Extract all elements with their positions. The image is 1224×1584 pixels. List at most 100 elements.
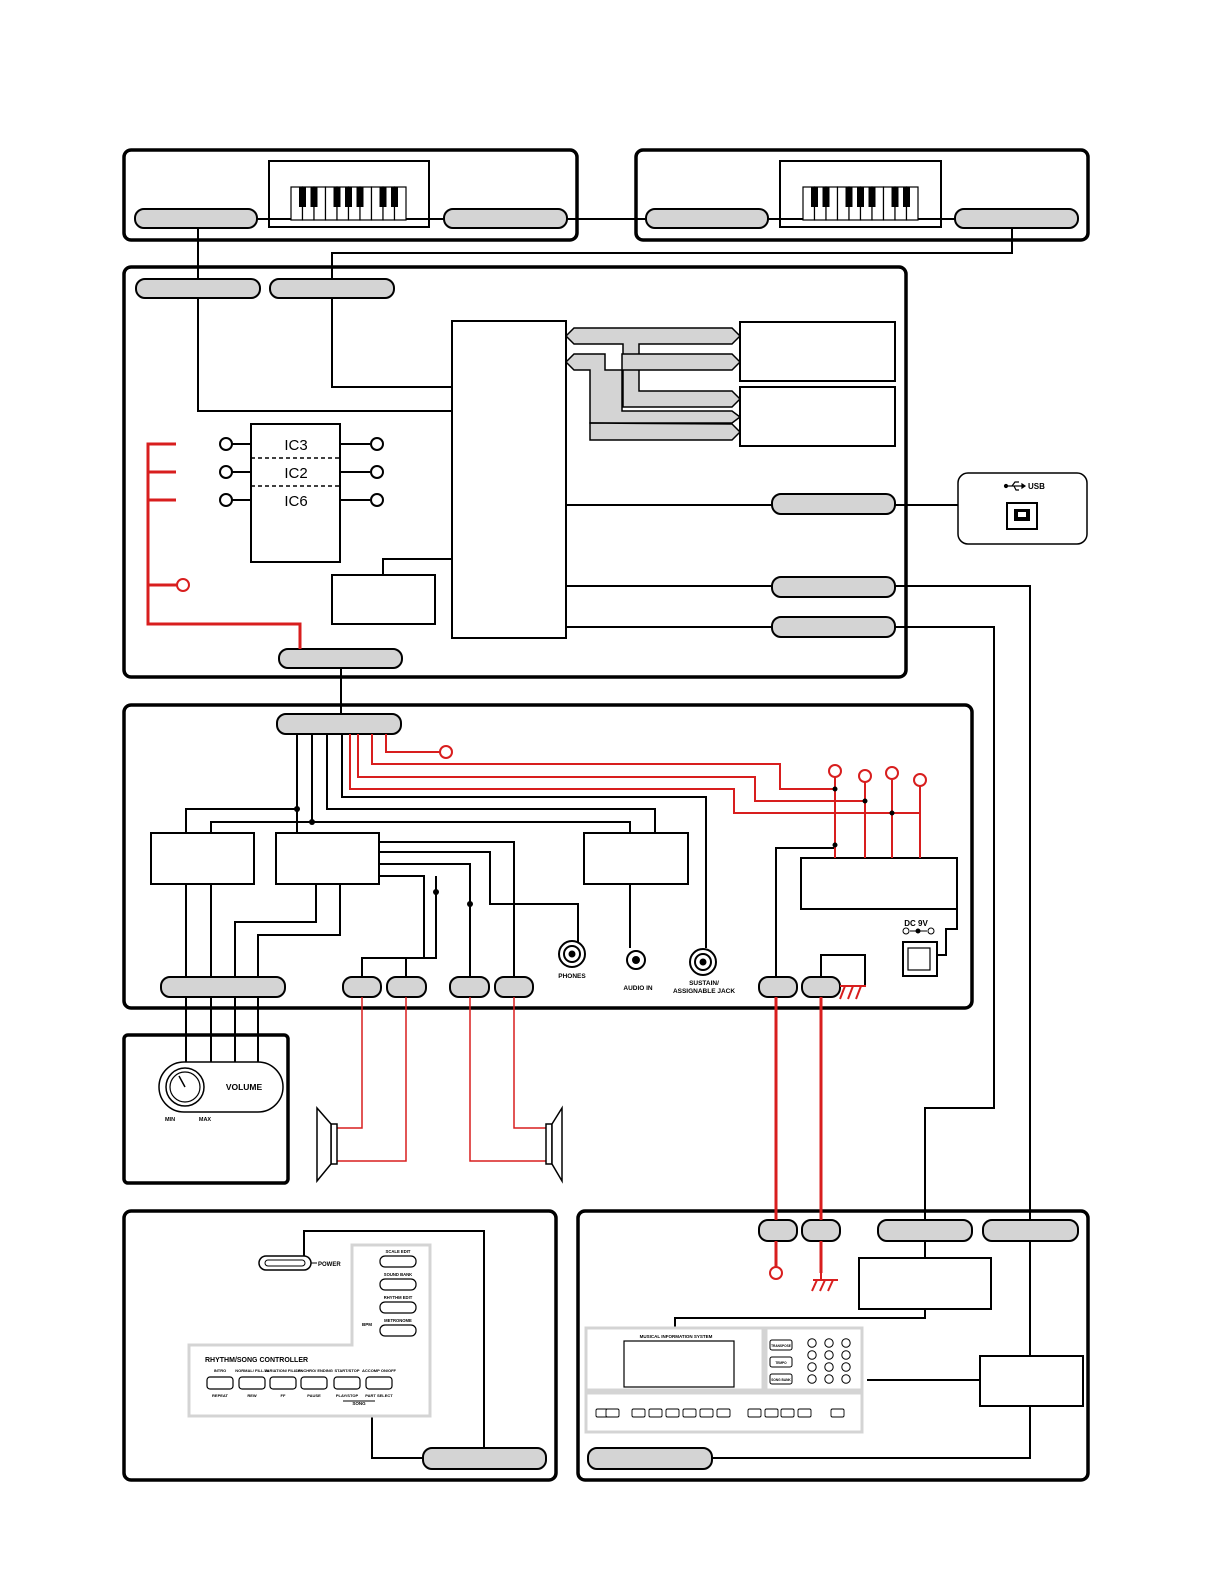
display-button-label: TEMPO (775, 1361, 787, 1365)
connector (801, 976, 841, 998)
connector (269, 278, 395, 299)
connector (954, 208, 1079, 229)
volume-panel (122, 1033, 290, 1185)
connector (342, 976, 382, 998)
amp-block-3 (583, 832, 689, 885)
main-board-panel (122, 265, 908, 679)
volume-label: VOLUME (226, 1082, 263, 1092)
connector (982, 1219, 1079, 1242)
connector (801, 1219, 841, 1242)
connector (386, 976, 427, 998)
display-title: MUSICAL INFORMATION SYSTEM (640, 1334, 713, 1339)
panel-small-button (747, 1408, 762, 1418)
side-button-label: SCALE EDIT (386, 1249, 411, 1254)
sustain-jack (689, 948, 717, 976)
numpad-key (841, 1338, 851, 1348)
usb-label: USB (1028, 482, 1045, 491)
side-button (379, 1278, 417, 1291)
side-button (379, 1255, 417, 1268)
amp-board-panel (122, 703, 974, 1010)
song-tag: SONG (352, 1401, 366, 1406)
rhythm-button-bottom-label: REW (247, 1393, 257, 1398)
console-panel-left (122, 1209, 558, 1482)
black-key (822, 187, 830, 207)
blocks (150, 320, 1084, 1407)
black-key (391, 187, 398, 207)
keyboard-graphic-left (268, 160, 430, 228)
rhythm-button-bottom-label: FF (281, 1393, 286, 1398)
black-key (845, 187, 853, 207)
rhythm-button (365, 1376, 393, 1390)
lcd-screen (623, 1340, 735, 1388)
regulator-block (331, 574, 436, 625)
panel-small-button (631, 1408, 646, 1418)
ic-terminals (219, 437, 384, 507)
connector (758, 1219, 798, 1242)
phones-jack (558, 940, 586, 968)
black-key (811, 187, 818, 207)
rhythm-button-top-label: START/STOP (335, 1368, 360, 1373)
connector (587, 1447, 713, 1470)
console-panel-right (576, 1209, 1090, 1482)
red-terminals (176, 578, 927, 1280)
ic2-label: IC2 (284, 465, 307, 482)
side-button-label: SOUND BANK (384, 1272, 412, 1277)
rhythm-button (300, 1376, 328, 1390)
power-label: POWER (318, 1262, 341, 1268)
display-button-label: TRANSPOSE (771, 1344, 791, 1348)
rhythm-button-bottom-label: PLAY/STOP (336, 1393, 359, 1398)
numpad-key (807, 1374, 817, 1384)
display-button (769, 1373, 793, 1385)
rhythm-button-top-label: SYNCHRO/ ENDING (295, 1368, 333, 1373)
display-button (769, 1339, 793, 1351)
rhythm-button-top-label: NORMAL/ FILL-IN (235, 1368, 269, 1373)
panel-small-button (830, 1408, 845, 1418)
display-button-label: SONG BANK (771, 1378, 791, 1382)
connector (771, 576, 896, 598)
wire-junctions (294, 806, 473, 907)
rhythm-button (206, 1376, 234, 1390)
numpad-key (841, 1362, 851, 1372)
black-wiring (185, 218, 1031, 1459)
rhythm-button (333, 1376, 361, 1390)
panel-small-button (605, 1408, 620, 1418)
black-key (891, 187, 899, 207)
dc-jack (902, 927, 938, 977)
side-button (379, 1301, 417, 1314)
black-key (379, 187, 387, 207)
rhythm-button-top-label: VARIATION/ FILL-IN (264, 1368, 302, 1373)
keyboard-graphic-right (779, 160, 942, 228)
connector (877, 1219, 973, 1242)
connector (449, 976, 490, 998)
rhythm-button-top-label: INTRO (214, 1368, 226, 1373)
connector (278, 648, 403, 669)
connectors (134, 208, 1079, 1470)
numpad-key (807, 1362, 817, 1372)
speaker-right-icon (545, 1105, 563, 1184)
numpad-key (841, 1350, 851, 1360)
black-key (857, 187, 864, 207)
connector (494, 976, 534, 998)
red-junctions (832, 786, 895, 848)
memory-block-1 (739, 321, 896, 382)
audio-in-label: AUDIO IN (623, 985, 653, 992)
rhythm-song-title: RHYTHM/SONG CONTROLLER (205, 1357, 308, 1364)
usb-icon (1003, 481, 1027, 491)
dc-label: DC 9V (904, 919, 928, 928)
ic-block (250, 423, 341, 563)
panel-small-button (682, 1408, 697, 1418)
ic6-label: IC6 (284, 493, 307, 510)
volume-max-label: MAX (199, 1117, 212, 1123)
connector (276, 713, 402, 735)
keyboard-panel-right (634, 148, 1090, 242)
connector (758, 976, 798, 998)
console-block-1 (858, 1257, 992, 1310)
black-key (345, 187, 352, 207)
panel-small-button (665, 1408, 680, 1418)
amp-block-2 (275, 832, 380, 885)
keyboard-panel-left (122, 148, 579, 242)
bpm-label: BPM (362, 1322, 372, 1327)
panel-small-button (797, 1408, 812, 1418)
